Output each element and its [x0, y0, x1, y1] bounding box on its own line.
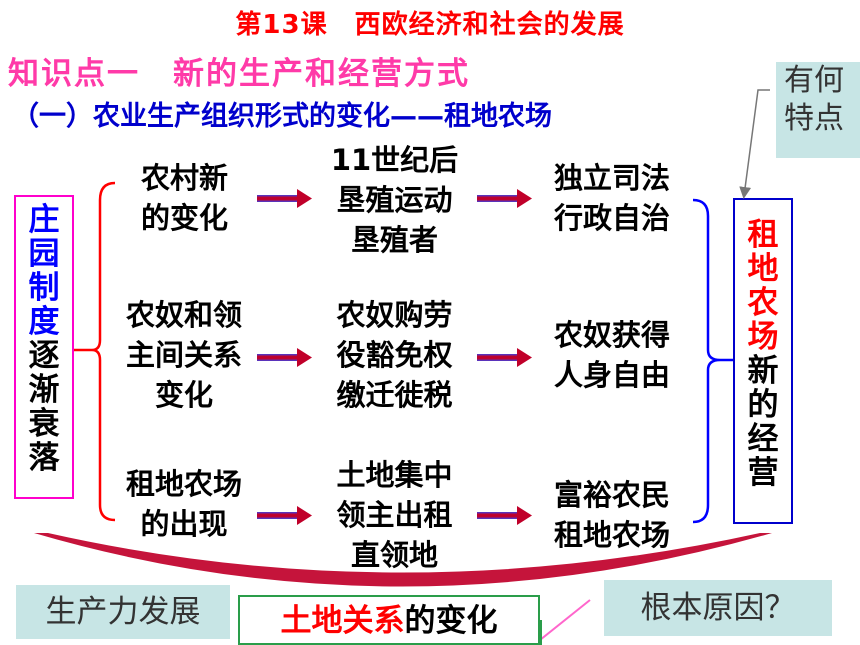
pink-slash	[539, 599, 591, 641]
right-char: 新	[747, 353, 779, 389]
manor-system-decline-box: 庄 园 制 度 逐 渐 衰 落	[14, 195, 74, 499]
left-char: 衰	[28, 406, 60, 442]
land-relation-change-box: 土地关系的变化	[238, 595, 540, 645]
left-char: 度	[28, 304, 60, 340]
features-pointer	[739, 89, 770, 199]
right-char: 地	[747, 251, 779, 287]
right-char: 农	[747, 285, 779, 321]
row2-result: 农奴获得 人身自由	[553, 318, 670, 392]
arrow-icon	[477, 506, 532, 525]
right-char: 场	[747, 319, 779, 355]
right-char: 的	[747, 387, 779, 423]
change-label: 的变化	[404, 603, 498, 639]
features-line-1: 有何	[784, 63, 844, 98]
features-callout: 有何 特点	[776, 62, 860, 158]
left-char: 逐	[28, 338, 60, 374]
features-line-2: 特点	[784, 101, 844, 136]
right-char: 经	[747, 421, 779, 457]
rental-farm-management-box: 租 地 农 场 新 的 经 营	[733, 198, 793, 524]
bottom-arc	[34, 533, 772, 587]
row3-cause: 租地农场 的出现	[125, 467, 242, 541]
arrow-icon	[257, 348, 312, 367]
root-cause-callout: 根本原因？	[604, 580, 832, 636]
left-char: 园	[28, 236, 60, 272]
row2-cause: 农奴和领 主间关系 变化	[125, 298, 242, 412]
arrow-icon	[257, 189, 312, 208]
right-char: 租	[747, 217, 779, 253]
lesson-title: 第13课 西欧经济和社会的发展	[235, 10, 625, 40]
left-char: 渐	[28, 372, 60, 408]
knowledge-point-heading: 知识点一 新的生产和经营方式	[8, 56, 470, 92]
row2-process: 农奴购劳 役豁免权 缴迁徙税	[336, 298, 453, 412]
left-char: 制	[28, 270, 60, 306]
row1-result: 独立司法 行政自治	[553, 161, 670, 235]
row1-process: 11世纪后 垦殖运动 垦殖者	[330, 143, 459, 257]
row3-result: 富裕农民 租地农场	[553, 478, 670, 552]
arrow-icon	[257, 506, 312, 525]
left-char: 庄	[28, 202, 60, 238]
row1-cause: 农村新 的变化	[140, 161, 228, 235]
land-relation-label: 土地关系	[280, 603, 405, 639]
productivity-callout: 生产力发展	[16, 585, 230, 639]
arrow-icon	[477, 348, 532, 367]
row3-process: 土地集中 领主出租 直领地	[336, 458, 453, 572]
arrow-icon	[477, 189, 532, 208]
right-char: 营	[747, 455, 779, 491]
left-char: 落	[28, 440, 60, 476]
left-bracket	[74, 181, 116, 522]
section-subtitle: （一）农业生产组织形式的变化——租地农场	[12, 101, 552, 132]
right-bracket	[692, 198, 733, 524]
